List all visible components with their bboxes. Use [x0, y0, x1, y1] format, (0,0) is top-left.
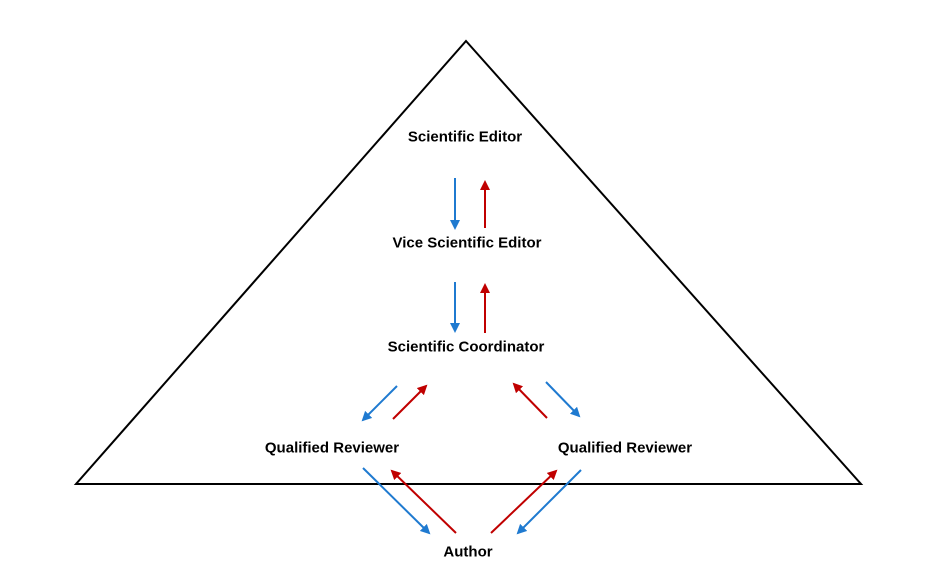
arrow-right-reviewer-to-author	[516, 469, 582, 535]
arrow-author-to-right-reviewer	[490, 469, 558, 534]
scientific-coordinator-label: Scientific Coordinator	[387, 338, 545, 356]
author-label: Author	[443, 543, 493, 561]
qualified-reviewer-right-label: Qualified Reviewer	[557, 439, 693, 457]
arrow-left-reviewer-to-author	[362, 467, 431, 535]
arrow-coordinator-to-left-reviewer	[361, 385, 398, 422]
arrow-author-to-left-reviewer	[390, 469, 457, 534]
arrow-coordinator-to-right-reviewer	[545, 381, 581, 418]
scientific-editor-label: Scientific Editor	[407, 128, 523, 146]
arrow-left-reviewer-to-coordinator	[392, 384, 428, 420]
arrow-right-reviewer-to-coordinator	[512, 382, 548, 419]
qualified-reviewer-left-label: Qualified Reviewer	[264, 439, 400, 457]
vice-scientific-editor-label: Vice Scientific Editor	[392, 234, 542, 252]
pyramid-outline	[73, 39, 864, 485]
